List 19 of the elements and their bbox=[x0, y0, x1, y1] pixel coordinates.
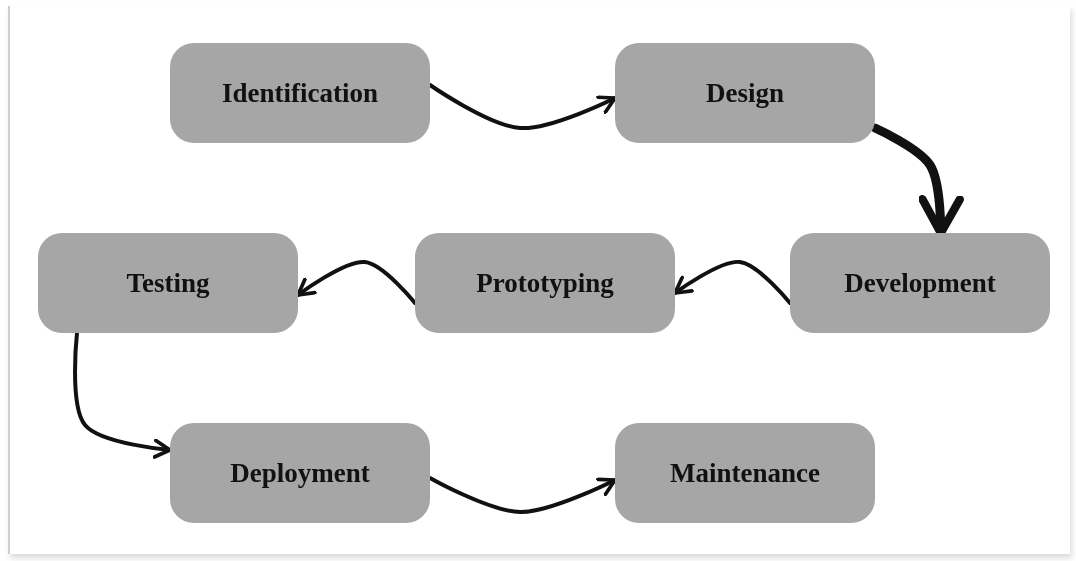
step-label: Maintenance bbox=[670, 457, 820, 489]
process-box bbox=[790, 233, 1050, 333]
process-box bbox=[170, 423, 430, 523]
curved-arrow bbox=[296, 260, 417, 305]
process-box bbox=[615, 423, 875, 523]
step-label: Deployment bbox=[230, 457, 370, 489]
process-box bbox=[615, 43, 875, 143]
step-label: Identification bbox=[222, 77, 378, 109]
step-label: Testing bbox=[126, 267, 210, 299]
curved-arrow bbox=[428, 83, 617, 130]
process-box bbox=[38, 233, 298, 333]
curved-arrow bbox=[73, 331, 172, 459]
step-label: Prototyping bbox=[476, 267, 614, 299]
step-label: Development bbox=[844, 267, 996, 299]
process-box bbox=[415, 233, 675, 333]
step-label: Design bbox=[706, 77, 784, 109]
process-box bbox=[170, 43, 430, 143]
curved-arrow bbox=[428, 476, 617, 514]
curved-arrow bbox=[673, 260, 792, 305]
